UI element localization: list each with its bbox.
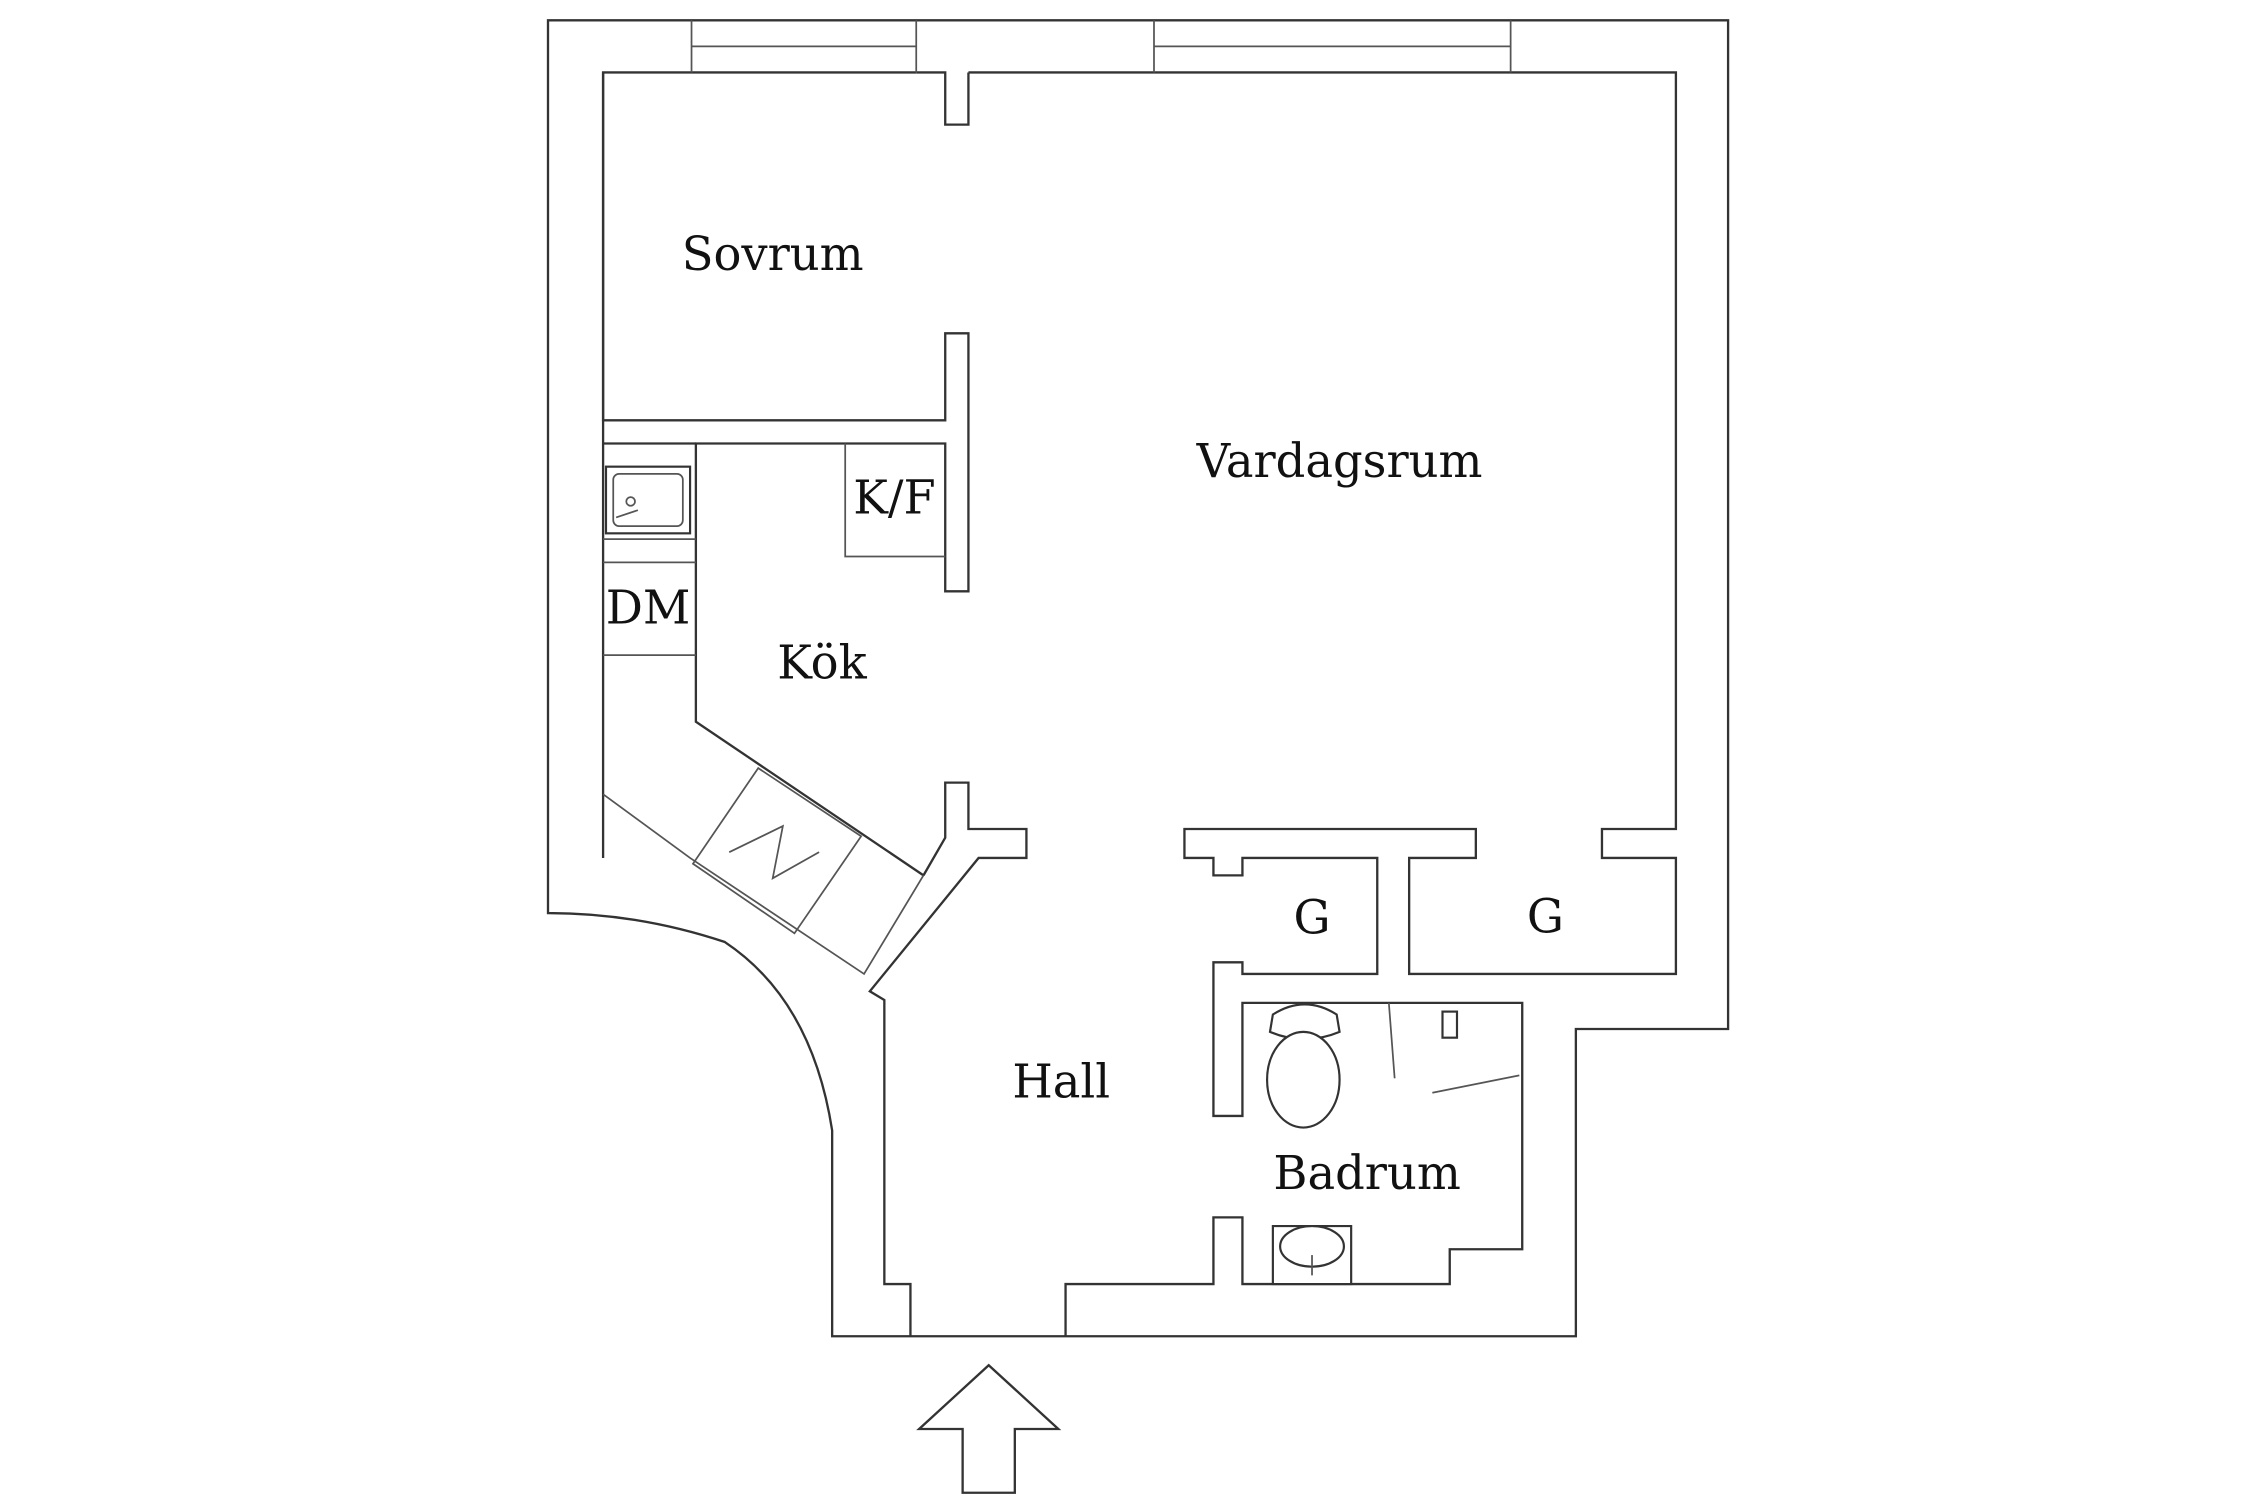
room-label-dm: DM <box>606 581 691 635</box>
windows <box>690 20 1512 73</box>
kitchen-sink-icon <box>604 465 692 535</box>
shower-icon <box>1387 1002 1520 1094</box>
outer-walls <box>546 19 1730 1338</box>
room-label-badrum: Badrum <box>1273 1146 1460 1200</box>
room-label-kok: Kök <box>777 636 867 690</box>
entrance-arrow-icon <box>916 1363 1062 1494</box>
kitchen-counter <box>602 443 946 976</box>
room-label-vardagsrum: Vardagsrum <box>1196 434 1483 488</box>
room-label-sovrum: Sovrum <box>682 227 864 281</box>
room-label-hall: Hall <box>1012 1055 1110 1109</box>
washbasin-icon <box>1271 1225 1353 1286</box>
room-label-kf: K/F <box>853 470 935 524</box>
room-label-g2: G <box>1527 889 1564 943</box>
room-label-g1: G <box>1293 891 1330 945</box>
toilet-icon <box>1265 1003 1341 1129</box>
fireplace-icon <box>691 766 863 935</box>
